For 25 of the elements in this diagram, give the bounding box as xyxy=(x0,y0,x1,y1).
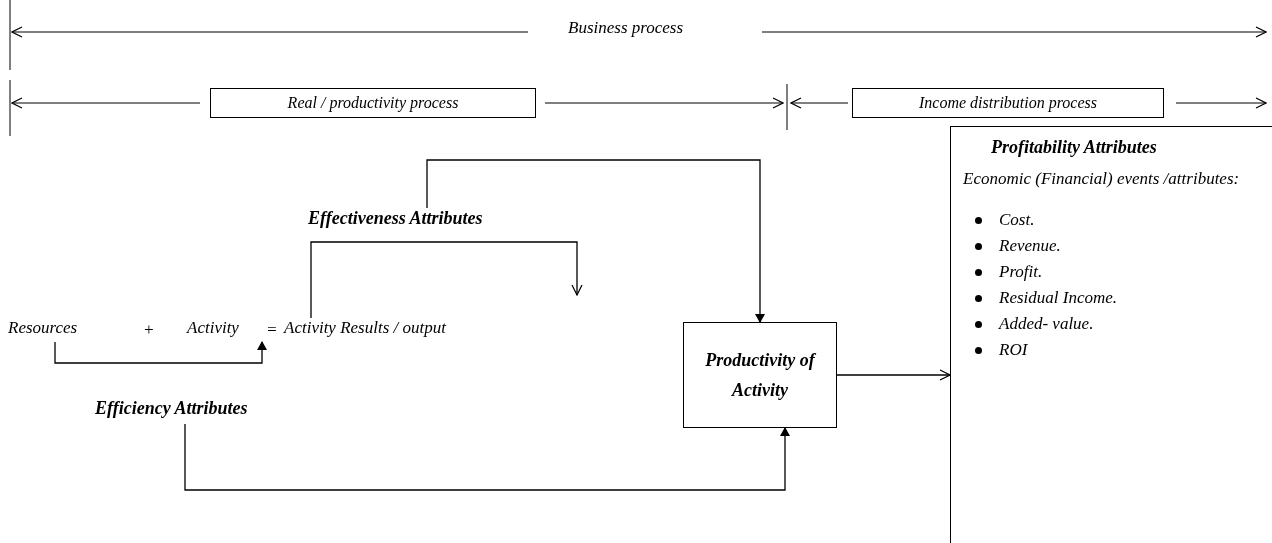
node-text: Resources xyxy=(8,318,112,342)
process-box: Real / productivity process xyxy=(210,88,536,118)
attribute-text: Efficiency Attributes xyxy=(95,398,295,424)
attribute-text: Effectiveness Attributes xyxy=(308,208,558,234)
heading-text: Profitability Attributes xyxy=(990,137,1158,158)
arrow xyxy=(310,241,583,319)
arrow xyxy=(54,341,267,364)
list-item-text: Profit. xyxy=(999,262,1043,281)
list-item-text: Cost. xyxy=(999,210,1035,229)
list-item-text: Added- value. xyxy=(999,314,1094,333)
heading-text: Business process xyxy=(568,18,684,38)
node-text: Activity xyxy=(187,318,267,342)
list-item-text: Residual Income. xyxy=(999,288,1118,307)
node-text: Activity Results / output xyxy=(284,318,504,342)
process-box: Productivity of Activity xyxy=(683,322,837,428)
process-box: Income distribution process xyxy=(852,88,1164,118)
arrow xyxy=(836,369,951,381)
attributes-box xyxy=(950,126,1272,543)
list-item-text: Revenue. xyxy=(999,236,1061,255)
description-text: Economic (Financial) events /attributes: xyxy=(963,168,1241,190)
operator-text: = xyxy=(266,320,278,340)
arrow xyxy=(426,159,765,323)
list-item-text: ROI xyxy=(999,340,1028,359)
arrow xyxy=(184,423,790,491)
operator-text: + xyxy=(143,320,155,340)
